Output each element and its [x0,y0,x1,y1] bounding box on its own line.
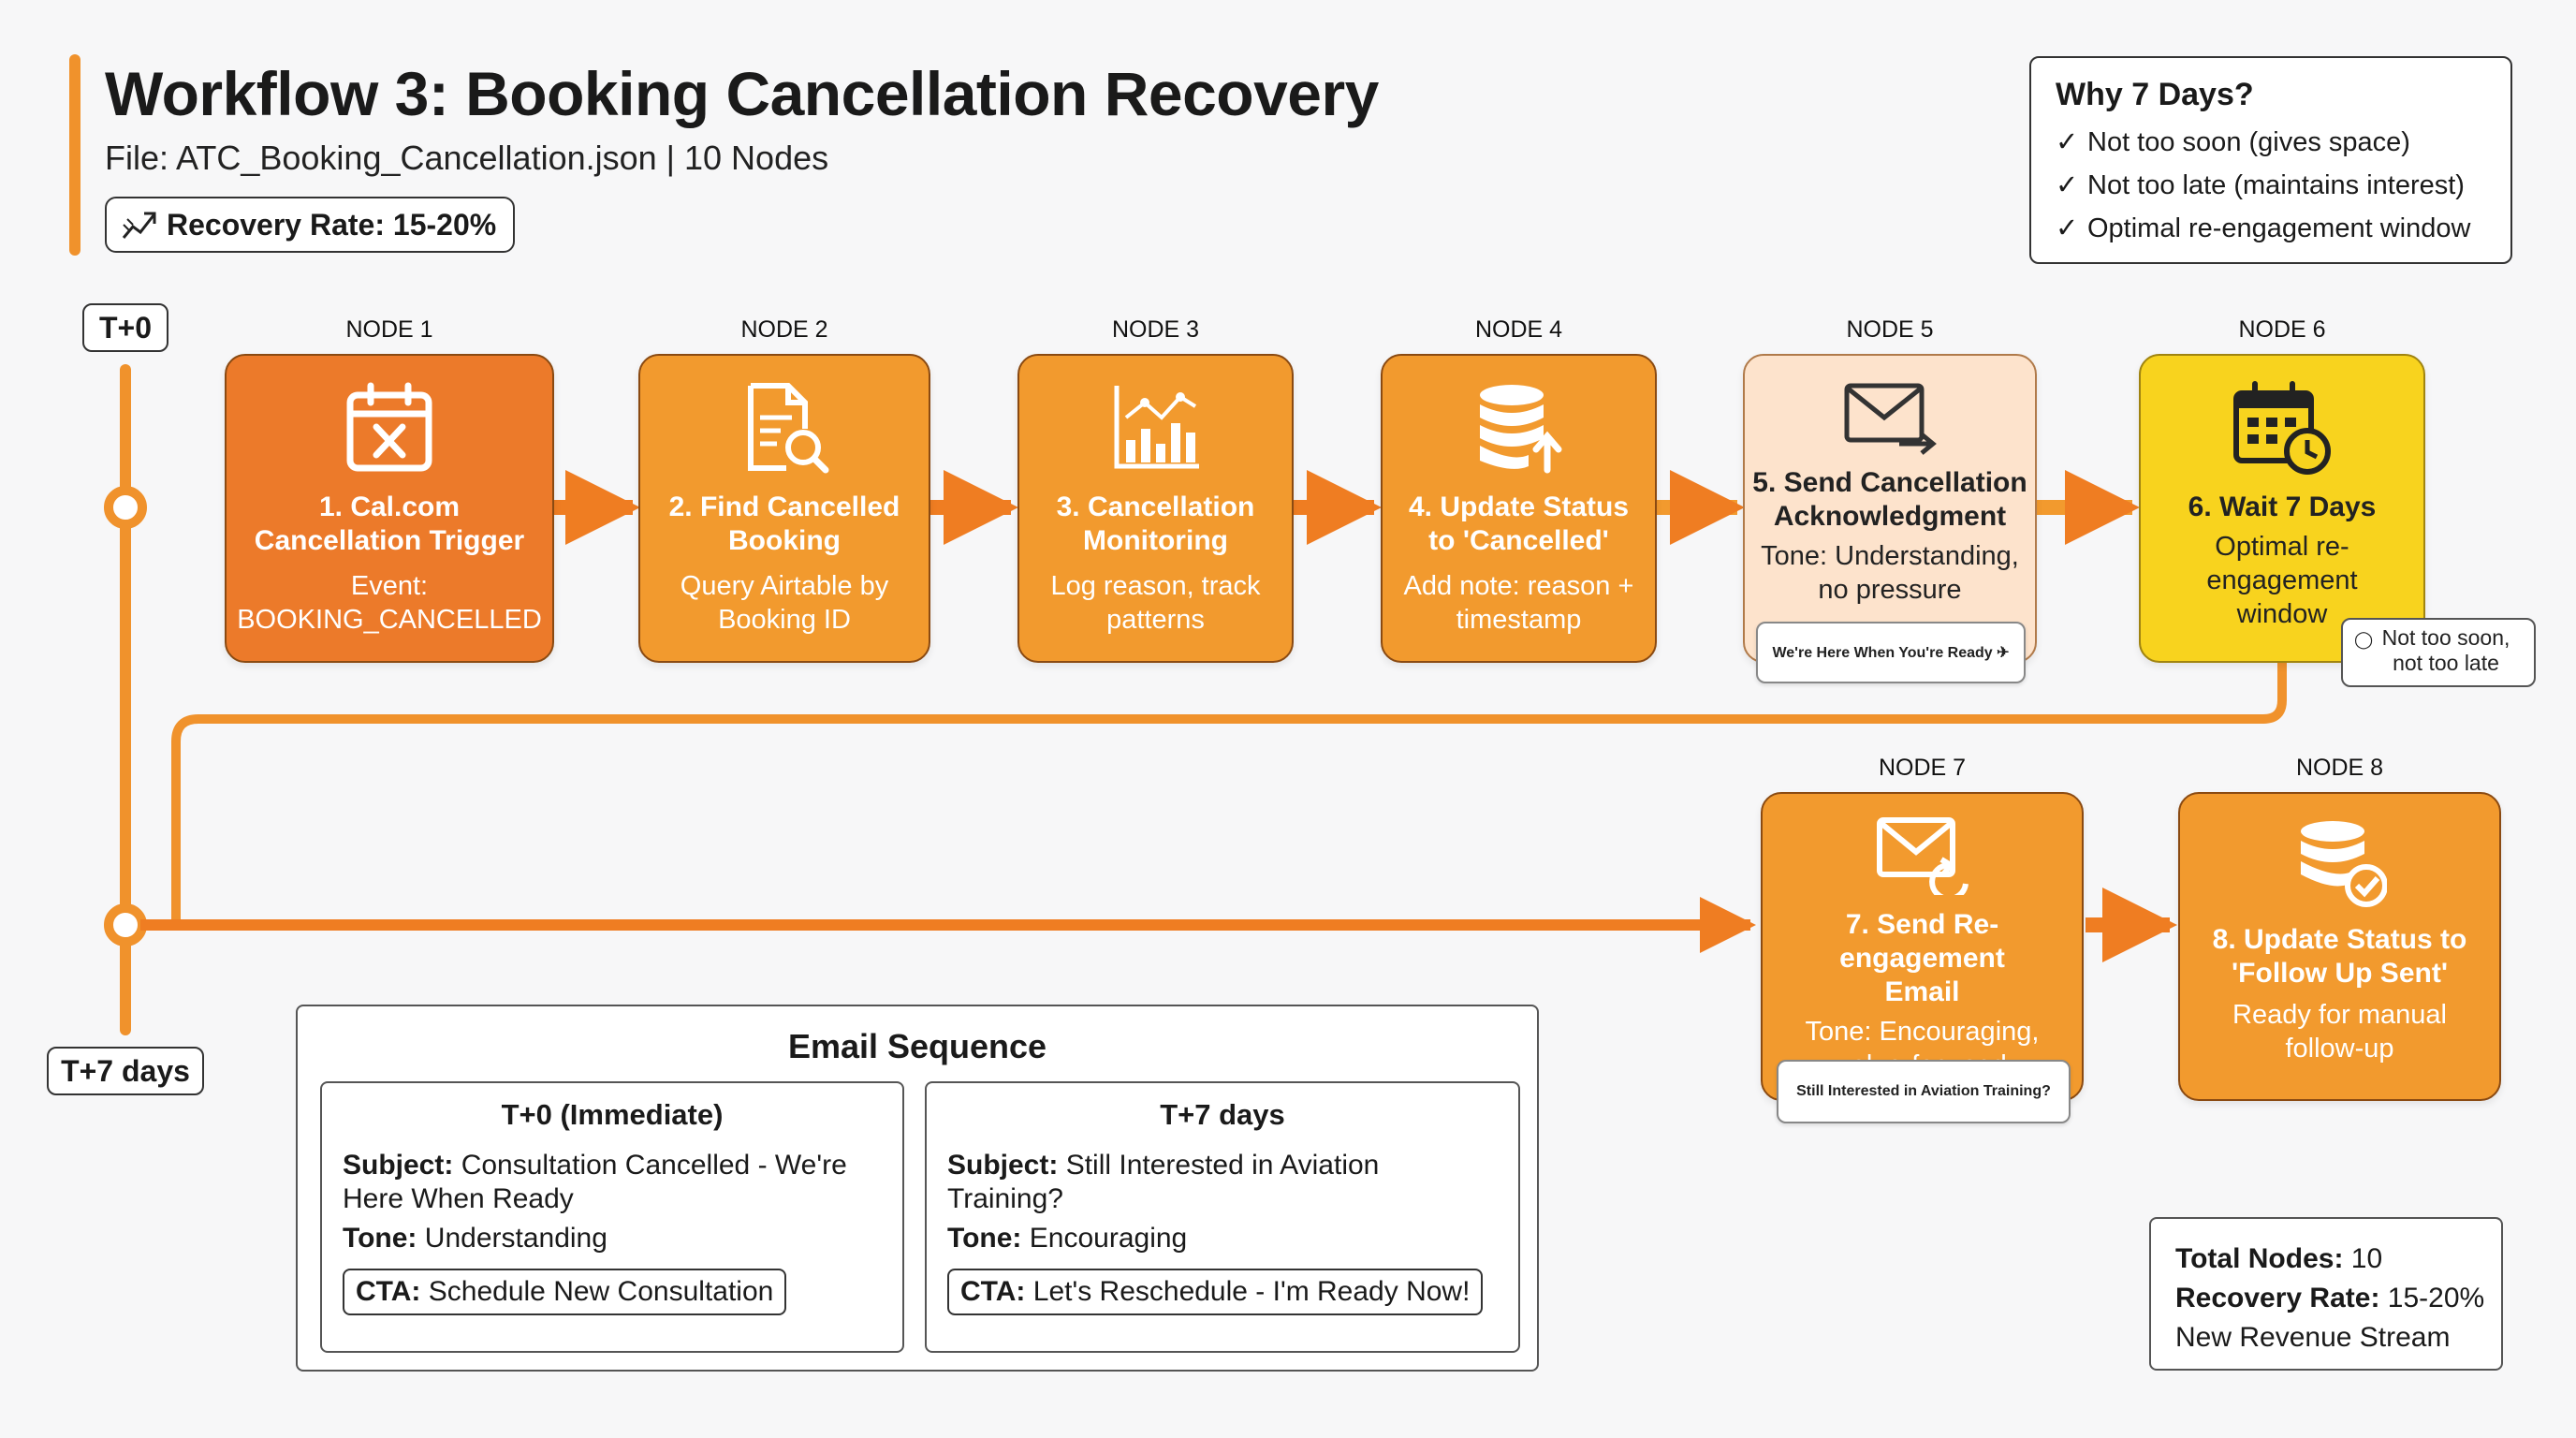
email-subject: Subject: Still Interested in Aviation Tr… [947,1149,1498,1216]
node-title: 8. Update Status to 'Follow Up Sent' [2212,924,2467,989]
email-column-7-days: T+7 days Subject: Still Interested in Av… [925,1081,1520,1353]
timeline-dot-end [104,903,147,946]
node-3-cancellation-monitoring[interactable]: 3. Cancellation Monitoring Log reason, t… [1017,354,1294,663]
email-sequence-panel: Email Sequence T+0 (Immediate) Subject: … [296,1005,1539,1372]
check-icon: ✓ [2056,170,2079,200]
node-title: 3. Cancellation Monitoring [1056,492,1255,556]
node-label: NODE 6 [2238,316,2326,343]
document-search-icon [748,383,829,474]
database-upload-icon [1479,385,1561,474]
node-title: 7. Send Re-engagement Email [1839,909,2005,1007]
accent-bar [69,54,80,256]
why-7-days-box: Why 7 Days? ✓Not too soon (gives space) … [2029,56,2512,264]
envelope-send-icon [1844,383,1937,455]
email-preview-chip: We're Here When You're Ready ✈ [1756,622,2026,683]
email-tone: Tone: Understanding [343,1222,882,1255]
node-4-update-status-cancelled[interactable]: 4. Update Status to 'Cancelled' Add note… [1381,354,1657,663]
subject-label: Subject: [947,1150,1059,1181]
recovery-rate: Recovery Rate: 15-20% [2175,1279,2484,1318]
node-label: NODE 7 [1878,755,1967,781]
node-8-update-status-follow-up[interactable]: 8. Update Status to 'Follow Up Sent' Rea… [2178,792,2501,1101]
timeline-dot-start [104,486,147,529]
check-icon: ✓ [2056,127,2079,157]
why-item-text: Not too soon (gives space) [2087,127,2410,157]
node-7-send-reengagement-email[interactable]: 7. Send Re-engagement Email Tone: Encour… [1761,792,2084,1101]
email-subject: Subject: Consultation Cancelled - We're … [343,1149,882,1216]
database-check-icon [2300,821,2387,907]
recovery-rate-value: 15-20% [2387,1283,2485,1313]
tone-label: Tone: [343,1223,417,1254]
timeline-end-label: T+7 days [47,1047,204,1095]
node-title: 6. Wait 7 Days [2188,492,2377,522]
trend-up-icon [122,212,156,239]
node-desc: Optimal re-engagement window [2206,532,2358,629]
email-sequence-title: Email Sequence [787,1027,1047,1065]
tone-label: Tone: [947,1223,1022,1254]
total-nodes-label: Total Nodes: [2175,1243,2344,1274]
total-nodes-value: 10 [2350,1243,2383,1274]
timing-note-bubble: ◯ Not too soon, not too late [2341,618,2536,687]
tone-text: Encouraging [1029,1223,1188,1254]
subject-text: Consultation Cancelled - We're Here When… [343,1150,847,1214]
node-6-wait-7-days[interactable]: 6. Wait 7 Days Optimal re-engagement win… [2139,354,2425,663]
why-title: Why 7 Days? [2056,77,2254,112]
recovery-rate-label: Recovery Rate: [2175,1283,2380,1313]
cta-text: Let's Reschedule - I'm Ready Now! [1032,1276,1471,1307]
node-desc: Tone: Understanding, no pressure [1761,541,2019,605]
check-icon: ✓ [2056,213,2079,243]
why-item: ✓ Optimal re-engagement window [2056,207,2486,250]
file-subtitle: File: ATC_Booking_Cancellation.json | 10… [105,139,829,177]
node-label: NODE 1 [345,316,433,343]
node-desc: Event: BOOKING_CANCELLED [237,571,542,635]
recovery-rate-badge: Recovery Rate: 15-20% [105,197,516,253]
email-column-head: T+0 (Immediate) [501,1098,724,1131]
node-label: NODE 4 [1474,316,1563,343]
node-title: 5. Send Cancellation Acknowledgment [1752,467,2027,532]
timing-note-text: Not too soon, not too late [2381,625,2510,675]
cta-label: CTA: [356,1276,421,1307]
recovery-rate-text: Recovery Rate: 15-20% [167,207,497,242]
node-1-cancellation-trigger[interactable]: 1. Cal.com Cancellation Trigger Event: B… [225,354,554,663]
calendar-x-icon [346,382,432,472]
node-title: 1. Cal.com Cancellation Trigger [254,492,525,556]
node-desc: Query Airtable by Booking ID [680,571,889,635]
node-title: 4. Update Status to 'Cancelled' [1408,492,1630,556]
return-path [171,663,2287,922]
cta-reschedule-button[interactable]: CTA: Let's Reschedule - I'm Ready Now! [947,1269,1484,1315]
node-label: NODE 3 [1111,316,1200,343]
node-title: 2. Find Cancelled Booking [668,492,900,556]
node-label: NODE 8 [2295,755,2384,781]
total-nodes: Total Nodes: 10 [2175,1240,2477,1279]
node-label: NODE 5 [1846,316,1934,343]
node-desc: Ready for manual follow-up [2232,1000,2447,1064]
chart-icon [1114,386,1199,469]
node-2-find-cancelled-booking[interactable]: 2. Find Cancelled Booking Query Airtable… [638,354,930,663]
timeline-start-label: T+0 [82,303,168,352]
node-desc: Add note: reason + timestamp [1403,571,1634,635]
node-5-send-acknowledgment[interactable]: 5. Send Cancellation Acknowledgment Tone… [1743,354,2037,663]
why-item-text: Not too late (maintains interest) [2087,170,2465,200]
subject-text: Still Interested in Aviation Training? [947,1150,1380,1214]
node-desc: Log reason, track patterns [1050,571,1261,635]
why-item: ✓ Not too late (maintains interest) [2056,164,2486,207]
email-tone: Tone: Encouraging [947,1222,1498,1255]
cta-label: CTA: [960,1276,1026,1307]
email-column-immediate: T+0 (Immediate) Subject: Consultation Ca… [320,1081,904,1353]
node-label: NODE 2 [740,316,828,343]
why-item-text: Optimal re-engagement window [2087,213,2471,243]
email-preview-chip: Still Interested in Aviation Training? [1777,1060,2071,1123]
cta-schedule-button[interactable]: CTA: Schedule New Consultation [343,1269,787,1315]
calendar-clock-icon [2233,381,2331,475]
chat-bubble-icon: ◯ [2354,630,2374,649]
cta-text: Schedule New Consultation [428,1276,774,1307]
envelope-reply-icon [1876,817,1969,895]
revenue-stream: New Revenue Stream [2175,1322,2451,1353]
page-title: Workflow 3: Booking Cancellation Recover… [105,59,1379,128]
subject-label: Subject: [343,1150,454,1181]
tone-text: Understanding [424,1223,607,1254]
email-column-head: T+7 days [1160,1098,1285,1131]
summary-box: Total Nodes: 10 Recovery Rate: 15-20% Ne… [2149,1217,2503,1371]
why-item: ✓ Not too soon (gives space) [2056,121,2486,164]
